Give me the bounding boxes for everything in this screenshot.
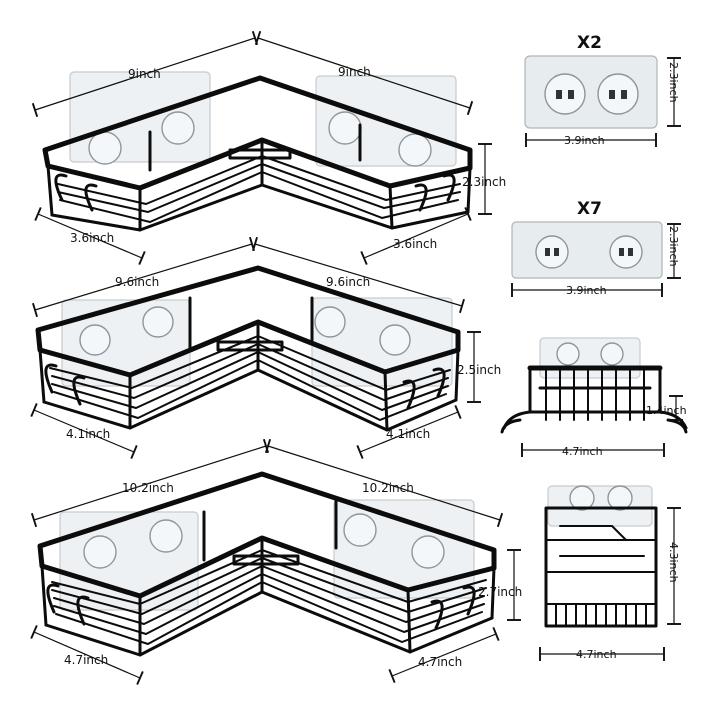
- dimensions-toothbrush-holder: 4.7inch 4.3inch: [539, 507, 682, 662]
- shelf-medium-length-left: 9.6inch: [115, 275, 159, 289]
- adhesive-pad-wide-group: X7 3.9inch 2.3inch: [511, 199, 682, 298]
- shelf-medium-height: 2.5inch: [457, 363, 501, 377]
- shelf-small-depth-right: 3.6inch: [393, 237, 437, 251]
- pad-wide-width: 3.9inch: [566, 284, 607, 297]
- shelf-large-depth-left: 4.7inch: [64, 653, 108, 667]
- dimensions-soap-holder: 4.7inch 1.4inch: [521, 395, 687, 458]
- pad-wide-height: 2.3inch: [667, 226, 680, 267]
- toothbrush-holder-height: 4.3inch: [667, 542, 680, 583]
- corner-shelf-medium: [35, 265, 461, 432]
- soap-holder-width: 4.7inch: [562, 445, 603, 458]
- shelf-small-length-left: 9inch: [128, 67, 161, 81]
- shelf-large-height: 2.7inch: [478, 585, 522, 599]
- shelf-medium-depth-right: 4.1inch: [386, 427, 430, 441]
- shelf-large-depth-right: 4.7inch: [418, 655, 462, 669]
- pad-square-quantity: X2: [577, 33, 602, 53]
- corner-shelf-small: [42, 71, 473, 232]
- dimensions-shelf-medium: 9.6inch 9.6inch 4.1inch 4.1inch 2.5inch: [30, 236, 501, 460]
- shelf-small-length-right: 9inch: [338, 65, 371, 79]
- adhesive-pad-square-group: X2 3.9inch 2.3inch: [524, 33, 682, 148]
- shelf-small-depth-left: 3.6inch: [70, 231, 114, 245]
- pad-square-height: 2.3inch: [667, 62, 680, 103]
- shelf-small-height: 2.3inch: [462, 175, 506, 189]
- shelf-large-length-left: 10.2inch: [122, 481, 174, 495]
- shelf-large-length-right: 10.2inch: [362, 481, 414, 495]
- dimensions-shelf-large: 10.2inch 10.2inch 4.7inch 4.7inch 2.7inc…: [30, 438, 522, 685]
- shelf-medium-length-right: 9.6inch: [326, 275, 370, 289]
- pad-wide-quantity: X7: [577, 199, 602, 219]
- shelf-medium-depth-left: 4.1inch: [66, 427, 110, 441]
- soap-holder: [500, 337, 688, 434]
- toothbrush-holder-width: 4.7inch: [576, 648, 617, 661]
- toothbrush-holder: [544, 485, 658, 628]
- corner-shelf-large: [37, 471, 497, 657]
- pad-square-width: 3.9inch: [564, 134, 605, 147]
- soap-holder-height: 1.4inch: [646, 404, 687, 417]
